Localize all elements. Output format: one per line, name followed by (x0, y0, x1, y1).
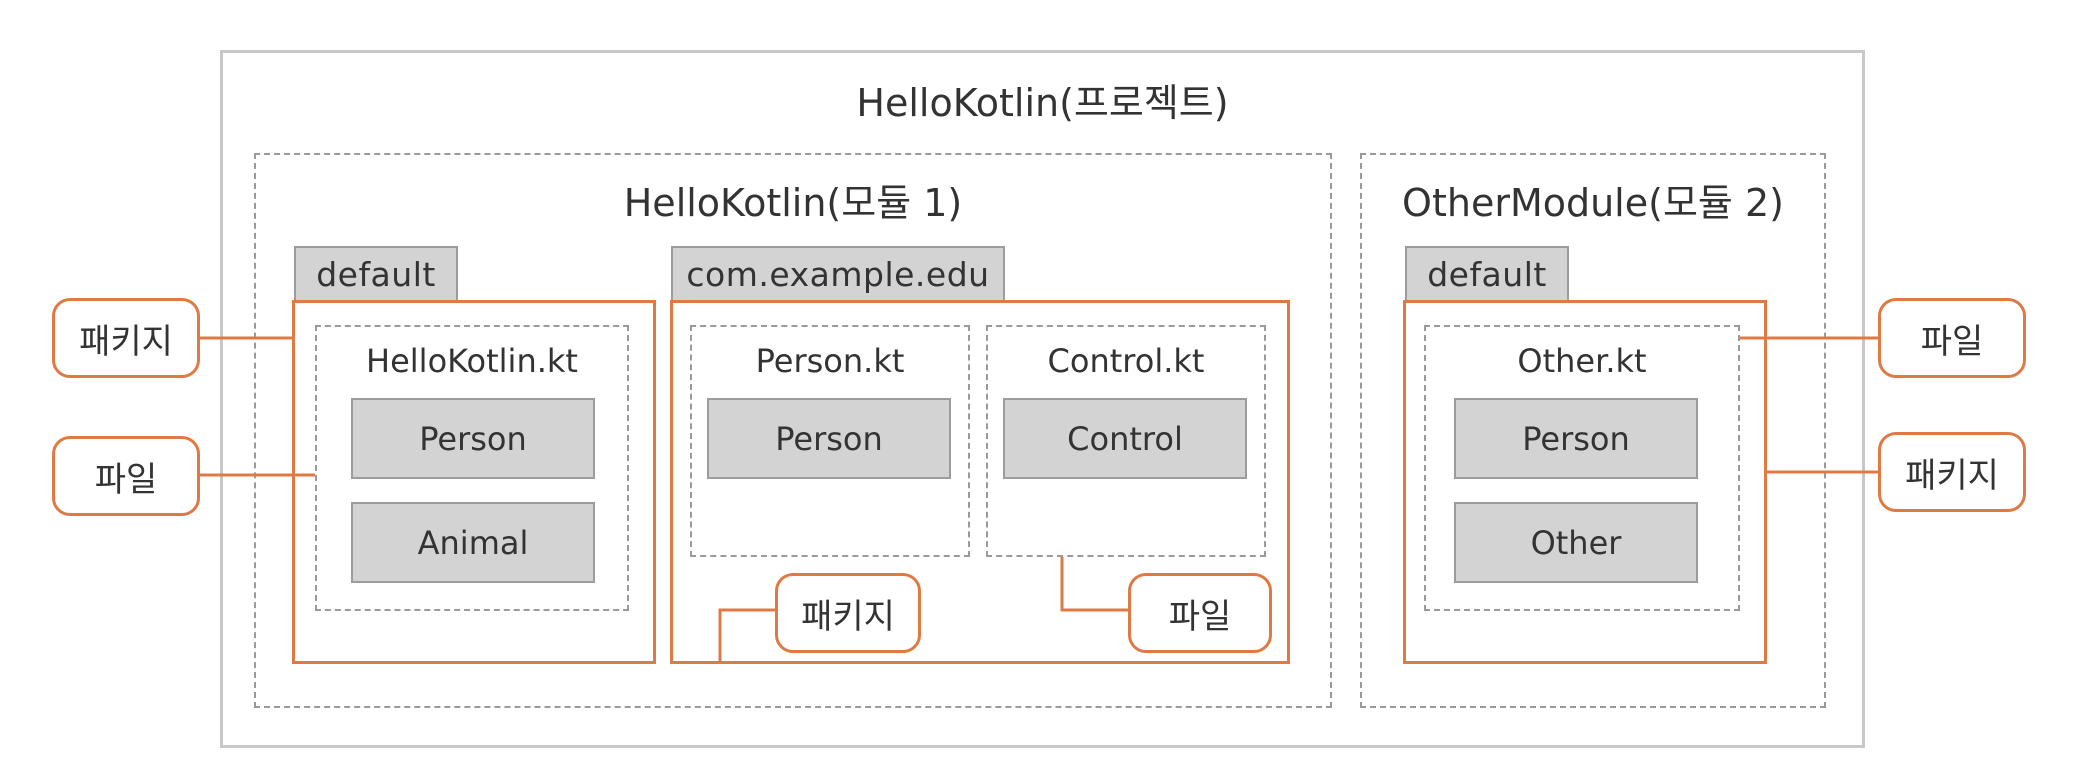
package-tab-default-module2: default (1405, 246, 1569, 300)
callout-file-bottom: 파일 (1128, 573, 1272, 653)
class-control: Control (1003, 398, 1247, 479)
class-other: Other (1454, 502, 1698, 583)
package-tab-default: default (294, 246, 458, 300)
class-person-edu: Person (707, 398, 951, 479)
module-2-frame (1360, 153, 1826, 708)
callout-package-right: 패키지 (1878, 432, 2026, 512)
file-title-hellokotlin: HelloKotlin.kt (366, 342, 578, 380)
module-1-title: HelloKotlin(모듈 1) (623, 181, 963, 225)
class-animal: Animal (351, 502, 595, 583)
project-title: HelloKotlin(프로젝트) (856, 81, 1229, 125)
callout-package-bottom: 패키지 (775, 573, 921, 653)
class-person: Person (351, 398, 595, 479)
callout-file-left: 파일 (52, 436, 200, 516)
file-title-control: Control.kt (1047, 342, 1205, 380)
callout-package-left: 패키지 (52, 298, 200, 378)
package-tab-com-example-edu: com.example.edu (671, 246, 1005, 300)
file-title-person: Person.kt (755, 342, 905, 380)
module-2-title: OtherModule(모듈 2) (1402, 181, 1784, 225)
file-title-other: Other.kt (1517, 342, 1647, 380)
callout-file-right: 파일 (1878, 298, 2026, 378)
class-person-other: Person (1454, 398, 1698, 479)
module-1-frame (254, 153, 1332, 708)
